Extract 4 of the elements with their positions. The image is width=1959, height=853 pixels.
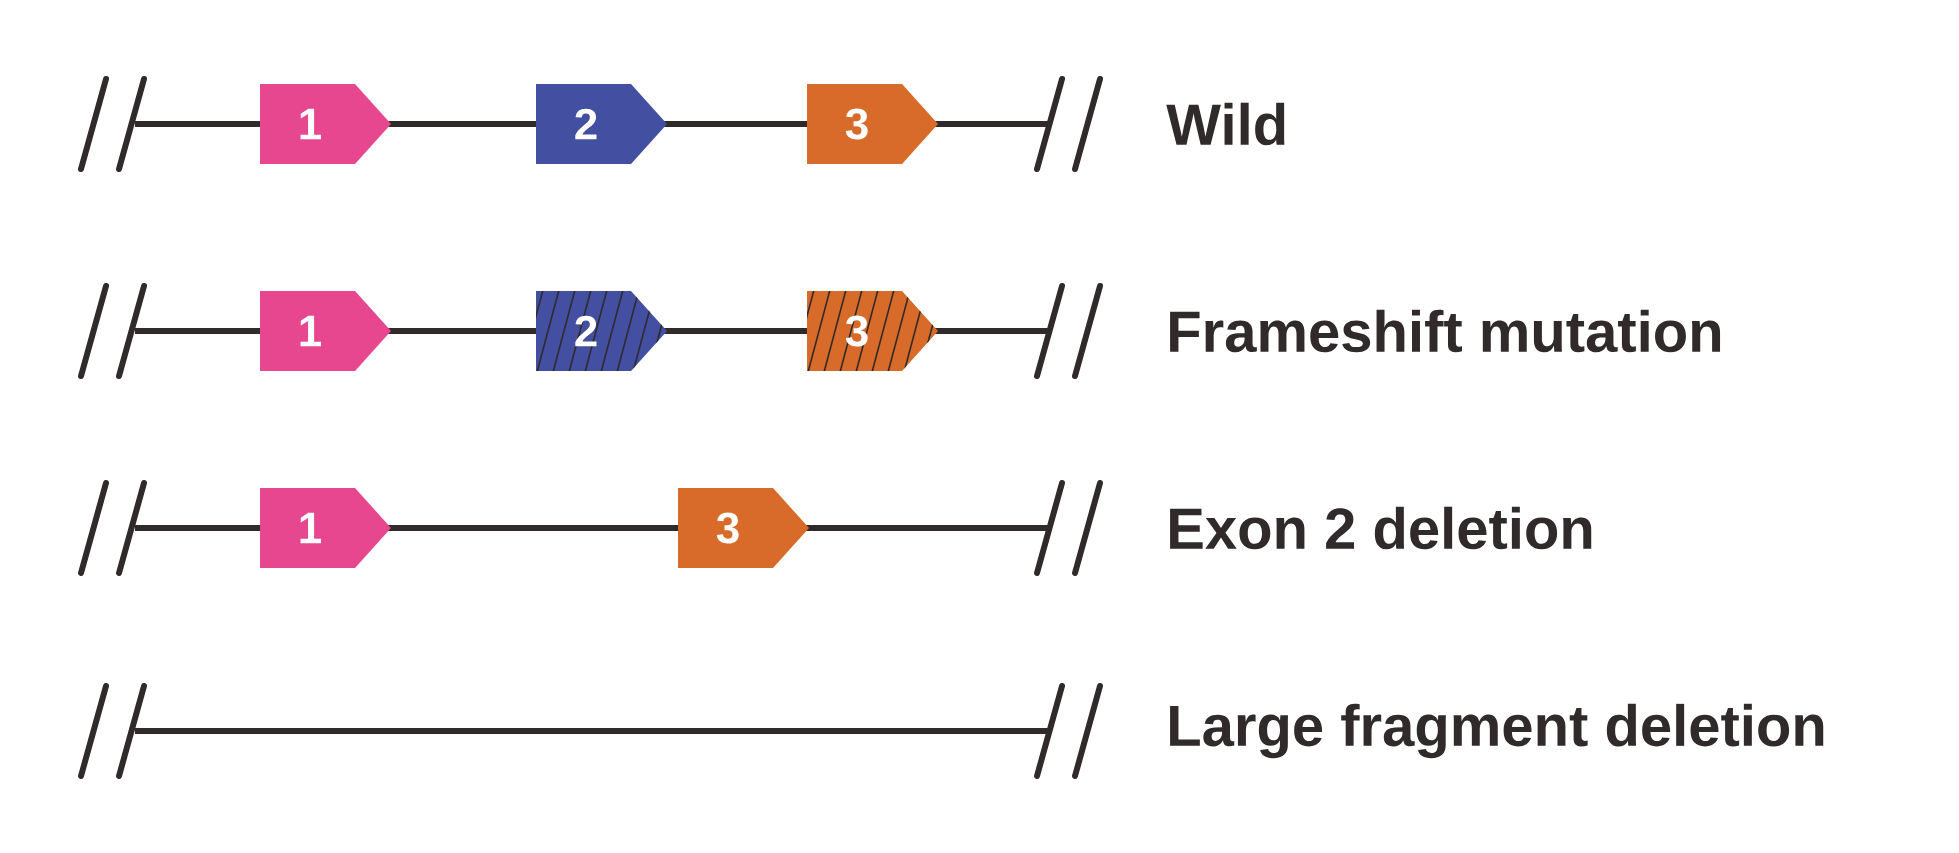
row-label: Wild (1166, 102, 1285, 146)
row-label: Exon 2 deletion (1170, 506, 1592, 550)
row-label: Frameshift mutation (1170, 309, 1721, 353)
row-label: Large fragment deletion (1170, 703, 1824, 759)
